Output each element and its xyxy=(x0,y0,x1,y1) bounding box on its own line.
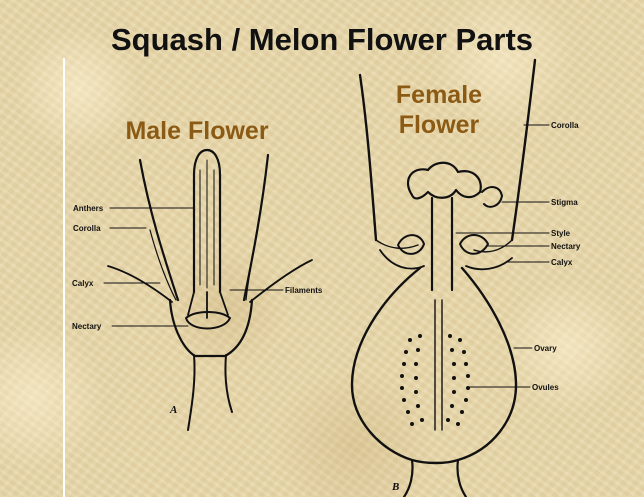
label-male-corolla: Corolla xyxy=(73,224,101,233)
figure-letter-a: A xyxy=(169,404,177,416)
female-stigma-lobe-right xyxy=(482,187,502,207)
male-anther-lines xyxy=(200,160,214,288)
female-nectary-left xyxy=(398,235,424,254)
female-calyx-drawing xyxy=(380,250,512,269)
label-male-filaments: Filaments xyxy=(285,286,323,295)
female-corolla-right xyxy=(512,60,535,240)
label-female-ovary: Ovary xyxy=(534,344,557,353)
female-flower-drawing xyxy=(352,60,549,497)
male-calyx-left xyxy=(108,266,172,302)
label-male-nectary: Nectary xyxy=(72,322,102,331)
label-female-calyx: Calyx xyxy=(551,258,573,267)
figure-letter-b: B xyxy=(391,481,399,493)
label-female-ovules: Ovules xyxy=(532,383,559,392)
male-stem xyxy=(188,355,195,430)
label-female-style: Style xyxy=(551,229,571,238)
female-nectary-right xyxy=(460,235,488,254)
male-corolla-right xyxy=(244,155,268,300)
male-corolla-left xyxy=(140,160,178,300)
female-corolla-left xyxy=(360,75,376,240)
female-ovary-drawing xyxy=(352,268,516,463)
label-female-stigma: Stigma xyxy=(551,198,578,207)
female-petal-base-left xyxy=(376,240,418,248)
male-flower-drawing xyxy=(104,150,312,430)
male-calyx-right xyxy=(250,260,312,302)
male-nectary-drawing xyxy=(186,312,230,329)
label-female-nectary: Nectary xyxy=(551,242,581,251)
label-female-corolla: Corolla xyxy=(551,121,579,130)
female-stem xyxy=(404,460,466,497)
male-corolla-inner-right xyxy=(246,225,258,300)
female-style-drawing xyxy=(432,198,452,290)
label-male-calyx: Calyx xyxy=(72,279,94,288)
female-ovary-center xyxy=(435,300,442,430)
male-stem-right xyxy=(225,355,232,412)
label-male-anthers: Anthers xyxy=(73,204,104,213)
female-stigma-drawing xyxy=(408,163,481,199)
